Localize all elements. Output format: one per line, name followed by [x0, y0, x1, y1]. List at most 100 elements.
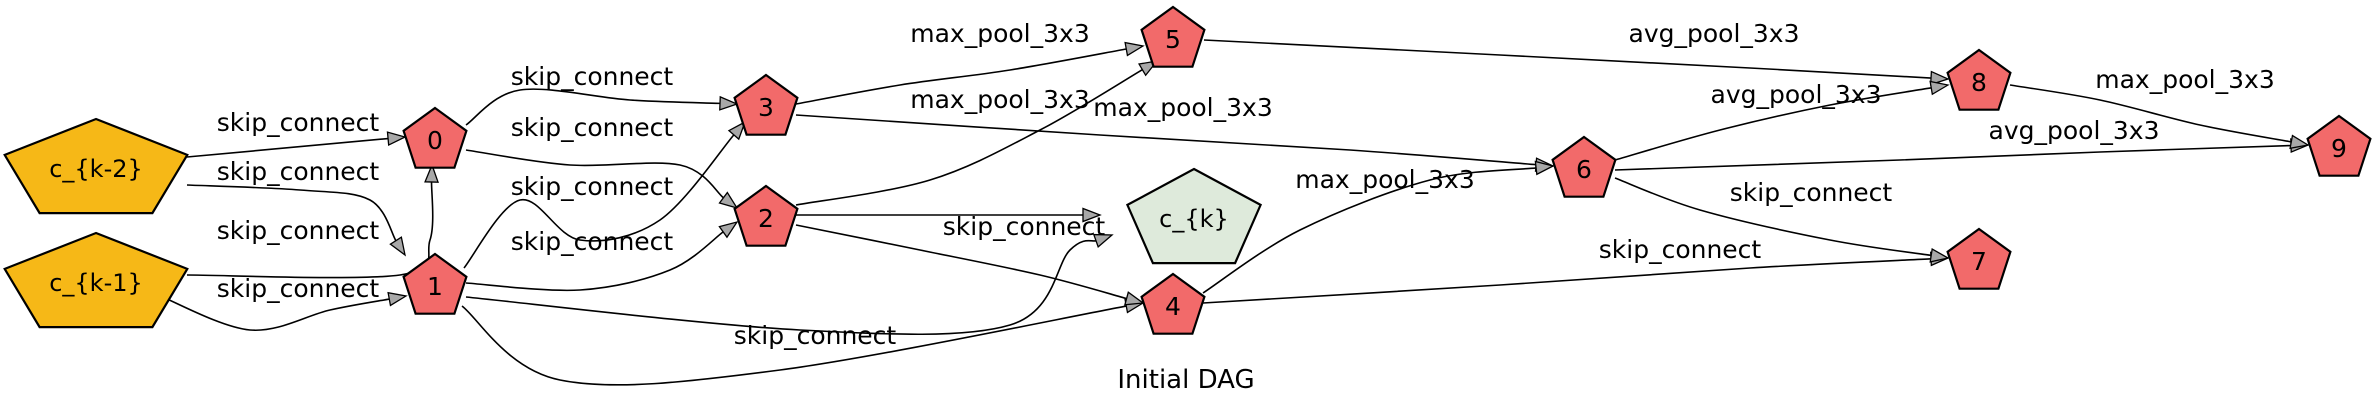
node-ck1: c_{k-1} [3, 231, 189, 329]
edge-label-0-to-2: skip_connect [511, 113, 674, 142]
edge-1-to-4 [461, 305, 1127, 386]
node-shape-2 [733, 184, 799, 247]
arrowhead-ck1-to-0 [424, 163, 439, 183]
arrowhead-ck1-to-1 [387, 291, 408, 307]
node-9: 9 [2306, 114, 2372, 177]
node-shape-ck [1125, 167, 1263, 265]
edge-label-3-to-5: max_pool_3x3 [910, 19, 1089, 48]
node-shape-ck2 [3, 117, 189, 215]
node-shape-9 [2306, 114, 2372, 177]
node-layer: c_{k-2} c_{k-1} 0 1 2 3 4 5 6 7 8 9 c_{k} [3, 5, 2372, 335]
arrowhead-8-to-9 [2289, 134, 2310, 150]
edge-ck2-to-0 [186, 137, 389, 158]
node-6: 6 [1551, 135, 1617, 198]
node-label-9: 9 [2331, 134, 2347, 163]
node-ck2: c_{k-2} [3, 117, 189, 215]
node-label-8: 8 [1971, 68, 1987, 97]
edge-1-to-2 [465, 231, 724, 292]
node-3: 3 [733, 73, 799, 136]
arrowhead-1-to-3 [727, 120, 747, 141]
node-label-4: 4 [1165, 292, 1181, 321]
edge-label-1-to-3: skip_connect [511, 172, 674, 201]
edge-0-to-2 [465, 149, 724, 199]
arrowhead-ck2-to-1 [389, 236, 406, 257]
edge-2-to-4 [795, 224, 1127, 300]
edge-label-4-to-6: max_pool_3x3 [1295, 165, 1474, 194]
arrowhead-2-to-ck [1082, 207, 1102, 223]
edge-5-to-8 [1203, 39, 1932, 79]
node-label-3: 3 [758, 93, 774, 122]
node-shape-ck1 [3, 231, 189, 329]
arrowhead-0-to-3 [719, 95, 739, 111]
edge-label-4-to-7: skip_connect [1599, 235, 1762, 264]
edge-4-to-7 [1202, 258, 1932, 304]
arrowhead-1-to-2 [718, 220, 739, 239]
edge-label-1-to-2: skip_connect [511, 227, 674, 256]
edge-label-0-to-3: skip_connect [511, 62, 674, 91]
edge-label-3-to-6: max_pool_3x3 [910, 85, 1089, 114]
edge-label-layer: skip_connectskip_connectskip_connectskip… [217, 19, 2275, 350]
edge-8-to-9 [2009, 84, 2292, 143]
node-shape-7 [1946, 227, 2012, 290]
node-4: 4 [1140, 272, 1206, 335]
node-label-2: 2 [758, 204, 774, 233]
node-5: 5 [1140, 5, 1206, 68]
edge-6-to-9 [1614, 144, 2292, 171]
edge-label-ck2-to-0: skip_connect [217, 108, 380, 137]
node-shape-3 [733, 73, 799, 136]
edge-label-2-to-5: max_pool_3x3 [1093, 93, 1272, 122]
edge-0-to-3 [465, 88, 721, 126]
node-2: 2 [733, 184, 799, 247]
node-shape-8 [1946, 48, 2012, 111]
node-shape-5 [1140, 5, 1206, 68]
node-shape-6 [1551, 135, 1617, 198]
edge-label-ck1-to-0: skip_connect [217, 216, 380, 245]
node-shape-1 [402, 252, 468, 315]
edge-3-to-6 [795, 114, 1537, 166]
node-label-0: 0 [427, 126, 443, 155]
arrowhead-0-to-2 [718, 191, 739, 210]
edge-label-ck1-to-1: skip_connect [217, 274, 380, 303]
diagram-caption: Initial DAG [1117, 365, 1254, 395]
node-7: 7 [1946, 227, 2012, 290]
edge-label-6-to-8: avg_pool_3x3 [1711, 80, 1882, 109]
node-8: 8 [1946, 48, 2012, 111]
edge-label-6-to-9: avg_pool_3x3 [1989, 116, 2160, 145]
edge-6-to-8 [1614, 87, 1932, 161]
edge-4-to-6 [1202, 167, 1537, 294]
arrowhead-2-to-4 [1124, 291, 1145, 306]
node-shape-0 [402, 106, 468, 169]
edge-ck1-to-1 [157, 294, 390, 331]
edge-label-1-to-4: skip_connect [734, 321, 897, 350]
arrowhead-6-to-7 [1929, 247, 1950, 263]
edge-3-to-5 [795, 48, 1127, 105]
arrowhead-ck2-to-0 [386, 131, 407, 147]
node-label-ck1: c_{k-1} [49, 269, 143, 297]
node-label-1: 1 [427, 272, 443, 301]
edge-label-2-to-4: skip_connect [943, 212, 1106, 241]
node-label-6: 6 [1576, 155, 1592, 184]
edge-label-6-to-7: skip_connect [1730, 178, 1893, 207]
node-shape-4 [1140, 272, 1206, 335]
node-1: 1 [402, 252, 468, 315]
edge-1-to-3 [463, 134, 735, 269]
edge-ck2-to-1 [186, 184, 397, 242]
arrowhead-4-to-6 [1534, 160, 1555, 176]
node-0: 0 [402, 106, 468, 169]
arrowhead-1-to-ck [1092, 233, 1114, 248]
arrowhead-5-to-8 [1929, 70, 1950, 86]
node-label-ck: c_{k} [1159, 205, 1229, 233]
node-label-5: 5 [1165, 25, 1181, 54]
edge-2-to-5 [795, 68, 1143, 206]
edge-label-5-to-8: avg_pool_3x3 [1629, 19, 1800, 48]
edge-label-ck2-to-1: skip_connect [217, 157, 380, 186]
edge-6-to-7 [1614, 177, 1932, 257]
node-label-7: 7 [1971, 247, 1987, 276]
arrowhead-6-to-8 [1929, 80, 1950, 96]
arrowhead-3-to-5 [1124, 41, 1145, 57]
edge-label-8-to-9: max_pool_3x3 [2095, 65, 2274, 94]
node-label-ck2: c_{k-2} [49, 155, 143, 183]
node-ck: c_{k} [1125, 167, 1263, 265]
edge-1-to-ck [465, 239, 1097, 336]
